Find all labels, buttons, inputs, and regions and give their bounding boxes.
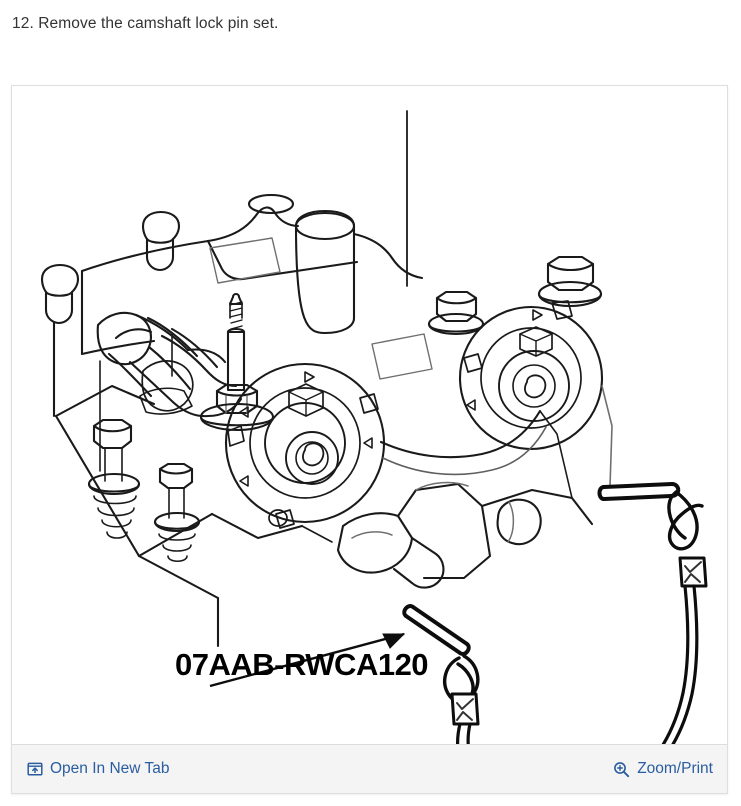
image-viewer-toolbar: Open In New Tab Zoom/Print bbox=[12, 744, 727, 793]
engine-head-outline bbox=[40, 110, 613, 648]
part-label-leader bbox=[209, 632, 406, 688]
timing-mark-triangle bbox=[532, 309, 543, 321]
camshaft-lock-pin-diagram: 07AAB-RWCA120 bbox=[40, 110, 708, 745]
timing-mark-triangle bbox=[239, 406, 249, 418]
zoom-print-button[interactable]: Zoom/Print bbox=[613, 760, 713, 778]
part-number-label: 07AAB-RWCA120 bbox=[175, 647, 428, 682]
magnifier-plus-icon bbox=[613, 761, 630, 778]
image-viewer-card: 07AAB-RWCA120 Open In New Tab bbox=[11, 85, 728, 794]
open-in-new-tab-label: Open In New Tab bbox=[50, 760, 170, 777]
camshaft-lock-pin-tool bbox=[402, 482, 708, 745]
timing-mark-triangle bbox=[363, 437, 373, 449]
open-in-new-tab-button[interactable]: Open In New Tab bbox=[26, 760, 169, 778]
page-title: 12. Remove the camshaft lock pin set. bbox=[12, 15, 279, 32]
timing-mark-triangle bbox=[239, 475, 249, 487]
figure-area: 07AAB-RWCA120 bbox=[12, 86, 727, 745]
zoom-print-label: Zoom/Print bbox=[637, 760, 713, 777]
timing-mark-triangle bbox=[304, 371, 315, 383]
timing-mark-triangle bbox=[466, 399, 476, 411]
external-link-icon bbox=[26, 761, 43, 778]
